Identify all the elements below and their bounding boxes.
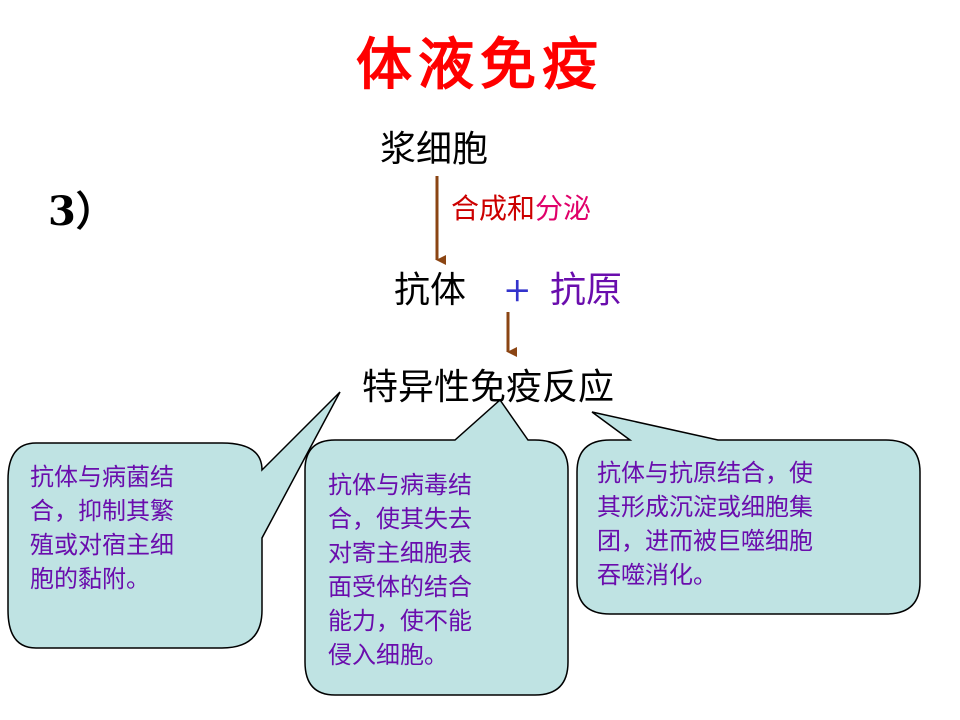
callout-2-line: 抗体与病毒结 (328, 471, 472, 499)
callout-1-line: 抗体与病菌结 (30, 463, 174, 491)
edge-label: 合成和分泌 (451, 192, 591, 226)
edge-label-part2: 分泌 (535, 192, 592, 225)
node-antibody: 抗体 (394, 270, 467, 311)
callout-2-line: 对寄主细胞表 (328, 539, 472, 567)
plus-sign: + (503, 270, 532, 310)
callout-2-line: 能力，使不能 (328, 607, 472, 635)
callout-2-line: 面受体的结合 (328, 573, 472, 601)
node-antigen: 抗原 (550, 270, 623, 311)
callout-text-3: 抗体与抗原结合，使 其形成沉淀或细胞集 团，进而被巨噬细胞 吞噬消化。 (597, 456, 813, 592)
callout-1-line: 殖或对宿主细 (30, 531, 174, 559)
callout-text-1: 抗体与病菌结 合，抑制其繁 殖或对宿主细 胞的黏附。 (30, 460, 174, 596)
callout-bubble-2 (304, 398, 569, 696)
edge-label-part1: 合成和 (451, 192, 536, 225)
callout-text-2: 抗体与病毒结 合，使其失去 对寄主细胞表 面受体的结合 能力，使不能 侵入细胞。 (328, 468, 472, 672)
callout-bubble-3-outline (576, 411, 921, 615)
callout-3-line: 抗体与抗原结合，使 (597, 459, 813, 487)
callout-3-line: 团，进而被巨噬细胞 (597, 527, 813, 555)
callout-1-line: 胞的黏附。 (30, 565, 150, 593)
slide-title: 体液免疫 (356, 33, 604, 98)
step-number: 3） (48, 188, 116, 235)
callout-bubble-1 (7, 391, 341, 649)
node-plasma-cell: 浆细胞 (380, 129, 489, 170)
callout-3-line: 吞噬消化。 (597, 561, 717, 589)
callout-3-line: 其形成沉淀或细胞集 (597, 493, 813, 521)
callout-1-line: 合，抑制其繁 (30, 497, 174, 525)
callout-2-line: 侵入细胞。 (328, 641, 448, 669)
node-reaction: 特异性免疫反应 (362, 367, 615, 408)
callout-2-line: 合，使其失去 (328, 505, 472, 533)
